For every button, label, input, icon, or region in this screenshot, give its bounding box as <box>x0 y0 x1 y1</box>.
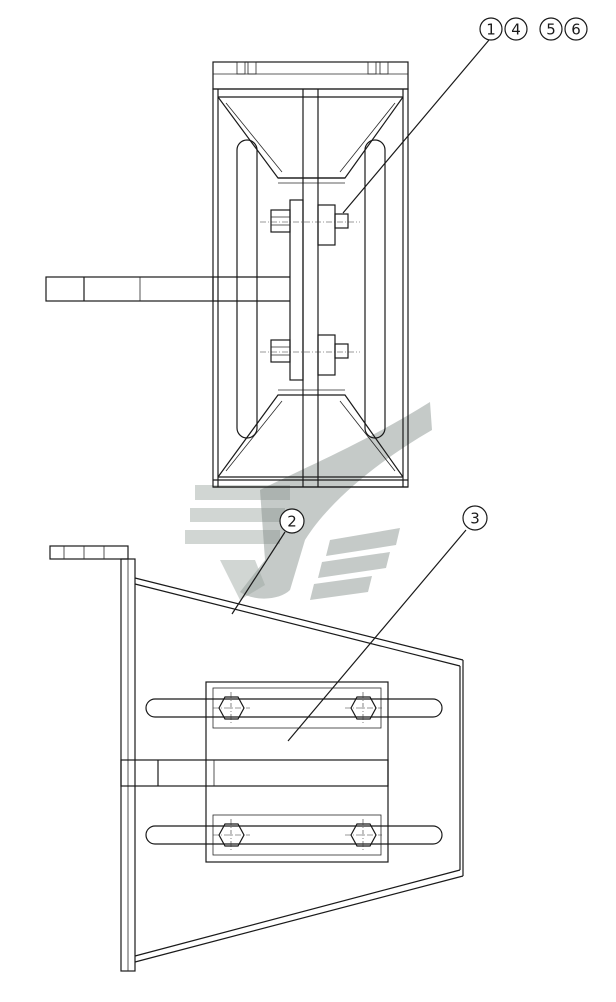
top-view <box>45 61 409 488</box>
svg-text:3: 3 <box>470 510 480 528</box>
watermark-logo <box>185 402 432 600</box>
callout-1: 1 <box>479 17 503 41</box>
svg-text:2: 2 <box>287 513 297 531</box>
svg-text:6: 6 <box>571 21 581 39</box>
side-view <box>49 545 464 972</box>
callout-2: 2 <box>231 508 305 615</box>
callout-6: 6 <box>564 17 588 41</box>
svg-text:4: 4 <box>511 21 521 39</box>
callout-5: 5 <box>539 17 563 41</box>
callout-group-top: 1 4 5 6 <box>342 17 588 214</box>
svg-text:5: 5 <box>546 21 556 39</box>
callout-4: 4 <box>504 17 528 41</box>
callout-3: 3 <box>287 505 488 742</box>
svg-text:1: 1 <box>486 21 496 39</box>
